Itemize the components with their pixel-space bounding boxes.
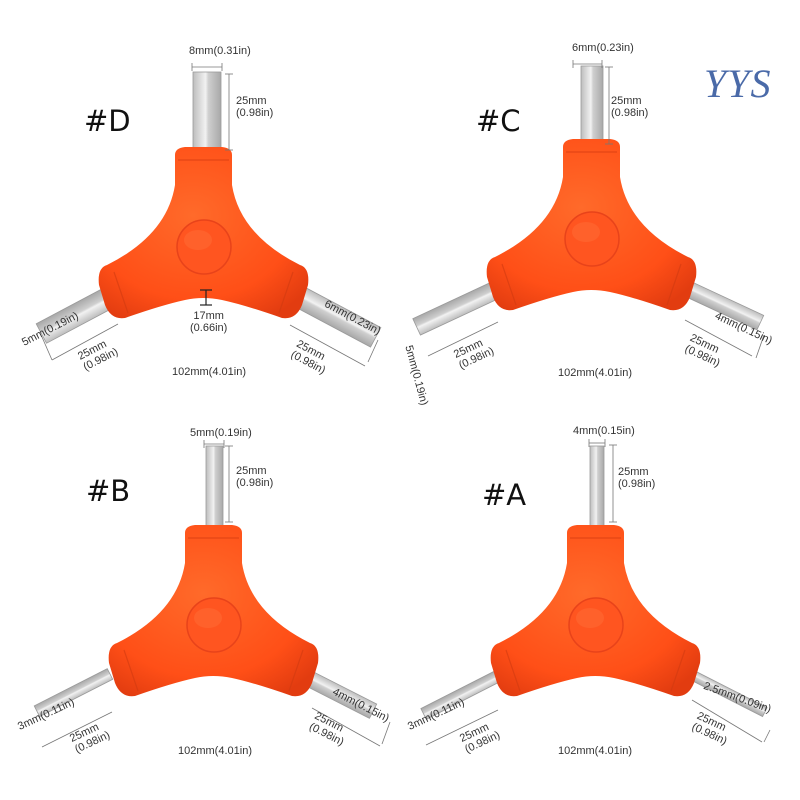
top-shaft-size: 6mm(0.23in) (572, 42, 634, 54)
tool-c-panel: #C 6mm(0.23in) 25mm (0.98in) 5mm(0.19in)… (400, 0, 800, 407)
tool-a-panel: #A 4mm(0.15in) 25mm (0.98in) 3mm(0.11in)… (400, 400, 800, 800)
brand-watermark: YYS (704, 61, 772, 106)
tool-label: #B (86, 474, 131, 508)
top-shaft-size: 5mm(0.19in) (190, 427, 252, 439)
overall-width: 102mm(4.01in) (172, 366, 246, 378)
top-shaft-length: 25mm (0.98in) (618, 466, 656, 490)
tool-d-panel: #D 8mm(0.31in) 25mm (0.98in) 5mm(0.19in)… (0, 0, 400, 400)
wrench-a-illustration (420, 439, 771, 746)
top-shaft-size: 8mm(0.31in) (189, 45, 251, 57)
overall-width: 102mm(4.01in) (558, 367, 632, 379)
tool-label: #C (476, 104, 521, 138)
top-shaft-length: 25mm (0.98in) (236, 465, 274, 489)
top-shaft-length: 25mm (0.98in) (611, 95, 649, 119)
wrench-b-illustration (33, 440, 391, 748)
top-shaft-size: 4mm(0.15in) (573, 425, 635, 437)
tool-label: #A (482, 478, 527, 512)
handle-thickness: 17mm (0.66in) (190, 310, 228, 334)
overall-width: 102mm(4.01in) (558, 745, 632, 757)
tool-b-panel: #B 5mm(0.19in) 25mm (0.98in) 3mm(0.11in)… (0, 400, 400, 800)
wrench-d-illustration (35, 63, 382, 367)
top-shaft-length: 25mm (0.98in) (236, 95, 274, 119)
overall-width: 102mm(4.01in) (178, 745, 252, 757)
wrench-c-illustration (412, 60, 765, 359)
tool-label: #D (84, 104, 131, 138)
